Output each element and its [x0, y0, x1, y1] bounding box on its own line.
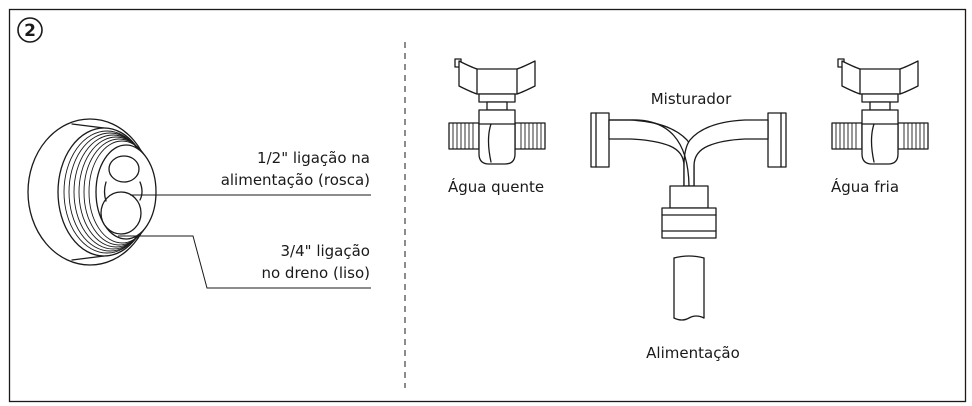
cold-water-label: Água fria — [831, 177, 899, 196]
supply-pipe — [673, 255, 705, 321]
mixer-label: Misturador — [651, 90, 732, 108]
cartridge-adapter-drawing — [27, 118, 157, 266]
supply-label: Alimentação — [646, 344, 740, 362]
hot-water-label: Água quente — [448, 177, 544, 196]
drain-connection-leader — [118, 235, 371, 289]
figure-frame — [8, 8, 967, 403]
step-number-badge: 2 — [17, 17, 43, 43]
supply-connection-label-line1: 1/2" ligação na — [257, 149, 370, 167]
step-number: 2 — [24, 21, 36, 41]
drain-connection-label-line2: no dreno (liso) — [261, 264, 370, 282]
cold-water-valve — [831, 58, 929, 165]
drain-bore — [100, 191, 142, 235]
supply-connection-label-line2: alimentação (rosca) — [221, 171, 370, 189]
hot-water-valve — [448, 58, 546, 165]
supply-bore — [108, 155, 140, 183]
mixer-tee-fitting — [590, 112, 787, 239]
drain-connection-label-line1: 3/4" ligação — [281, 242, 370, 260]
